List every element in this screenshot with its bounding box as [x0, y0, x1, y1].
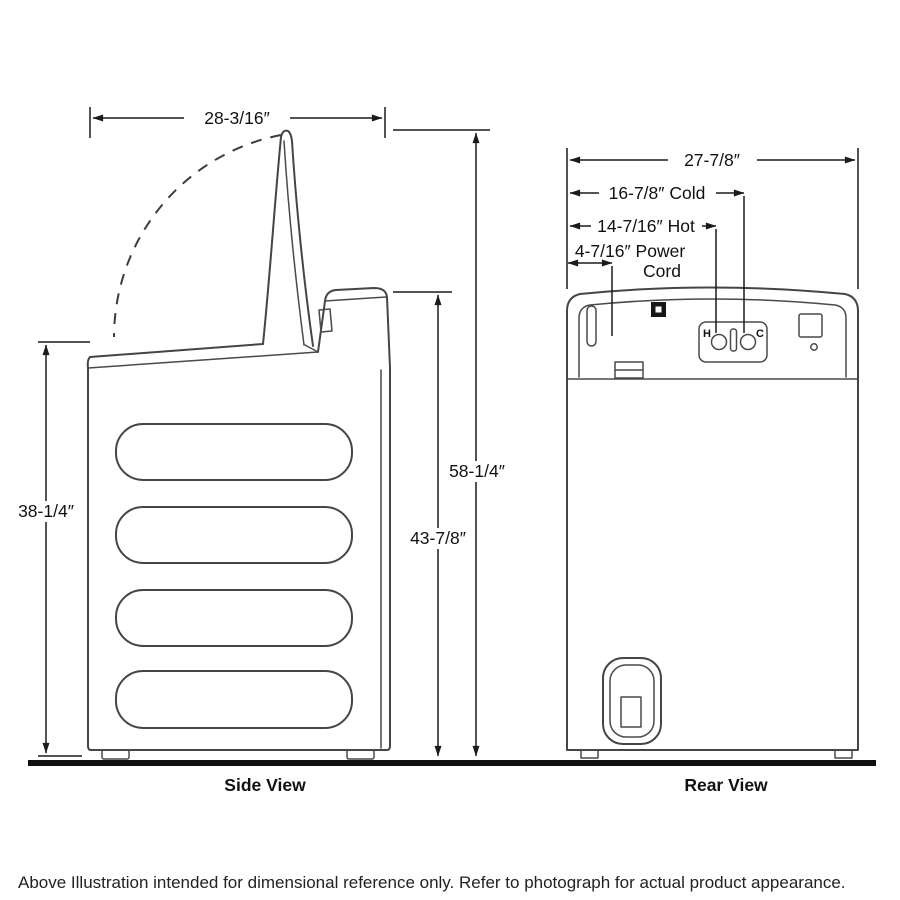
dimension-labels: 28-3/16″ 58-1/4″ 43-7/8″ 38-1/4″ 27-7/8″… [9, 107, 764, 549]
view-captions: Side View Rear View [224, 775, 768, 795]
rear-view-connections [586, 302, 823, 379]
side-view-machine [86, 129, 391, 760]
cold-inlet-port [739, 333, 757, 351]
drain-access-outer [602, 657, 662, 745]
side-panel-emboss-3 [115, 589, 353, 647]
cold-inlet-dimension-label: 16-7/8″ Cold [609, 183, 706, 203]
cold-port-label: C [756, 328, 764, 340]
label-bg [184, 107, 290, 128]
rear-view-drain-access [602, 657, 662, 745]
rear-access-square [798, 313, 823, 338]
label-bg [404, 528, 473, 549]
side-cabinet-outline [87, 367, 391, 751]
side-console-detail [318, 308, 333, 333]
open-lid-outline [262, 129, 314, 347]
power-cord-dimension-label-line2: Cord [643, 261, 681, 281]
rear-view-feet [580, 749, 853, 759]
floor-line [28, 760, 876, 766]
side-top-rim [86, 343, 264, 369]
rear-foot-left [580, 749, 599, 759]
side-panel-emboss-4 [115, 670, 353, 729]
rear-left-slot [586, 305, 597, 347]
lid-hinge-line [304, 344, 319, 353]
label-bg [668, 150, 757, 171]
inlet-bracket [698, 321, 768, 363]
side-top-edge [87, 351, 319, 369]
side-foot-right [346, 749, 375, 760]
side-total-height-dimension-label: 58-1/4″ [449, 461, 505, 481]
side-width-dimension-label: 28-3/16″ [204, 108, 270, 128]
label-bg [9, 501, 84, 522]
rear-view-machine [566, 286, 859, 759]
side-body-height-dimension-label: 38-1/4″ [18, 501, 74, 521]
label-bg [442, 461, 512, 482]
hot-port-label: H [703, 328, 711, 340]
side-foot-left [101, 749, 130, 760]
lid-swing-arc [113, 134, 282, 338]
rear-foot-right [834, 749, 853, 759]
side-view-caption: Side View [224, 775, 306, 795]
side-console-height-dimension-label: 43-7/8″ [410, 528, 466, 548]
drain-access-port [620, 696, 642, 728]
footer: Above Illustration intended for dimensio… [18, 873, 846, 892]
power-cord-entry-icon-center [655, 306, 662, 313]
rear-view-caption: Rear View [684, 775, 768, 795]
side-panel-emboss-1 [115, 423, 353, 481]
inlet-slot [729, 328, 738, 352]
rear-inner-panel-outline [578, 298, 847, 378]
rear-access-screw [810, 343, 818, 351]
side-console-top-line [324, 296, 387, 302]
side-panel-emboss-2 [115, 506, 353, 564]
label-bg [591, 216, 702, 237]
side-view-dimension-lines [38, 107, 490, 757]
label-bg [599, 183, 716, 204]
hot-inlet-dimension-label: 14-7/16″ Hot [597, 216, 695, 236]
side-view-feet [101, 749, 375, 760]
drain-access-inner [609, 664, 655, 738]
rear-cabinet-outline [566, 286, 859, 751]
rear-width-dimension-label: 27-7/8″ [684, 150, 740, 170]
side-view-panels [115, 423, 353, 729]
hot-inlet-port [710, 333, 728, 351]
footer-note: Above Illustration intended for dimensio… [18, 873, 846, 892]
side-console-outline [317, 287, 391, 369]
power-cord-dimension-label-line1: 4-7/16″ Power [575, 241, 685, 261]
open-lid-inner-line [283, 140, 305, 346]
